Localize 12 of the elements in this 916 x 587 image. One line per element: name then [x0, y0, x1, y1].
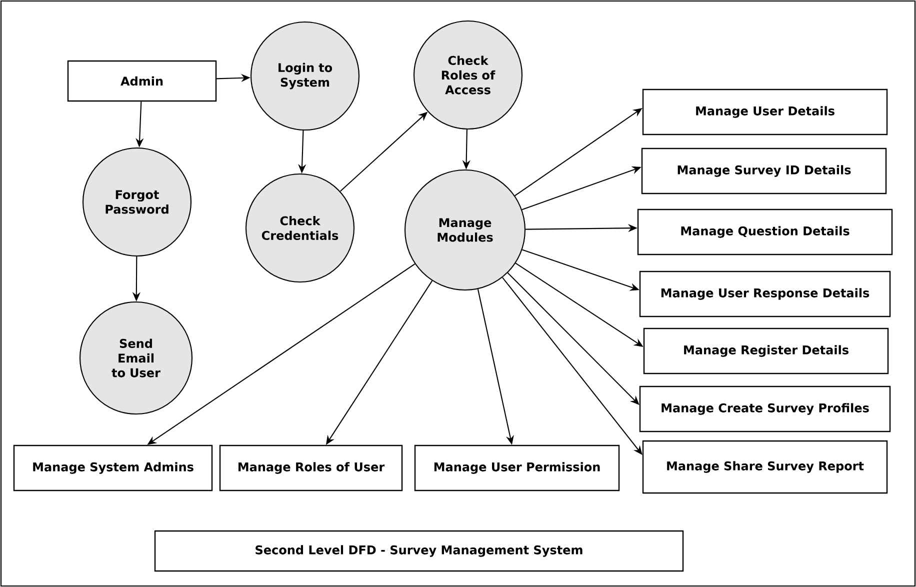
- entity-box: Admin: [67, 60, 217, 102]
- entity-box: Manage User Details: [642, 88, 888, 136]
- entity-box: Manage Question Details: [637, 208, 893, 256]
- entity-box: Manage Roles of User: [219, 444, 403, 492]
- title-box: Second Level DFD - Survey Management System: [154, 530, 684, 572]
- entity-box: Manage User Permission: [414, 444, 620, 492]
- entity-box: Manage User Response Details: [639, 270, 891, 318]
- entity-box: Manage System Admins: [13, 444, 213, 492]
- entity-box: Manage Register Details: [643, 328, 889, 374]
- entity-box: Manage Create Survey Profiles: [639, 386, 891, 432]
- entity-box: Manage Survey ID Details: [641, 148, 887, 194]
- entity-box: Manage Share Survey Report: [642, 440, 888, 494]
